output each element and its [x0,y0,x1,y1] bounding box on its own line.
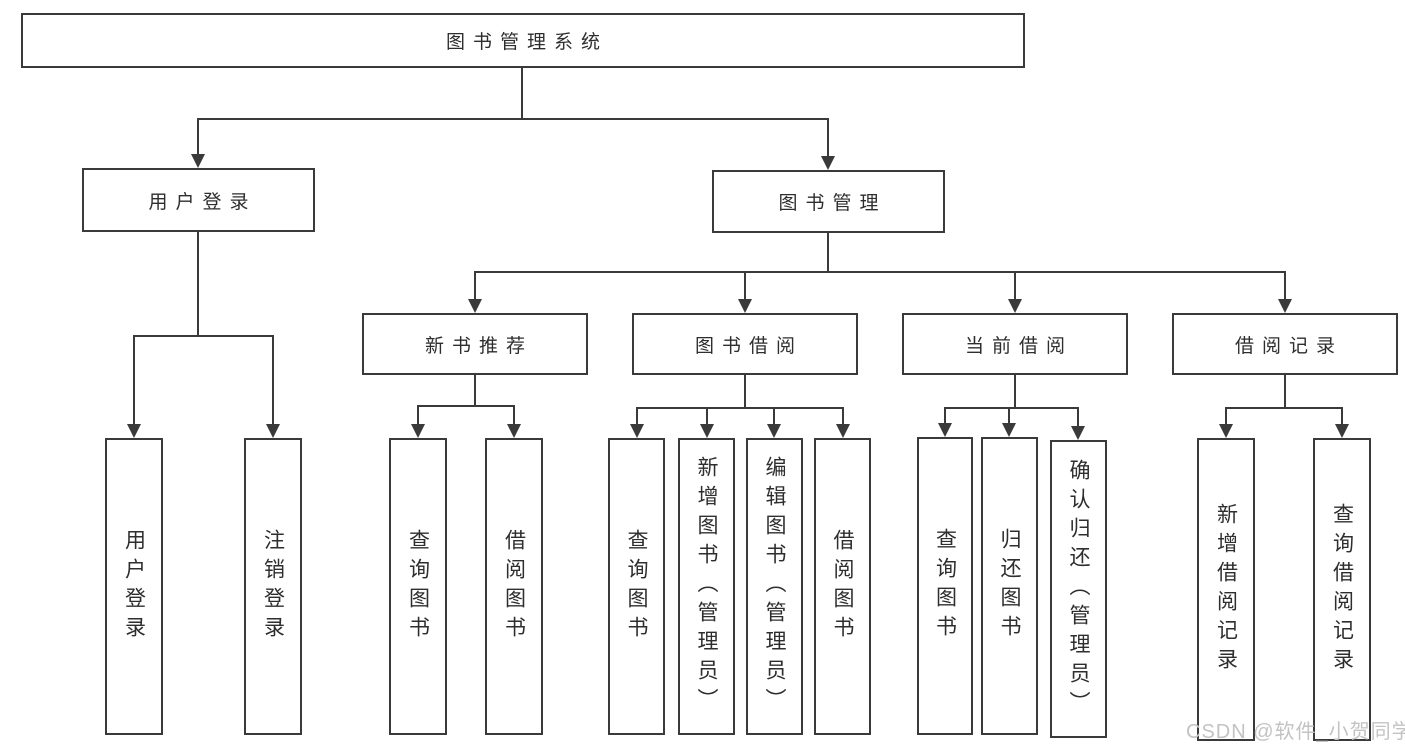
arrow-down-icon [630,424,644,438]
leaf-borrowing-edit-books-admin: 编辑图书（管理员） [746,438,803,735]
leaf-borrowing-borrow-books: 借阅图书 [814,438,871,735]
connector-stem [827,118,829,156]
connector-stem [133,335,135,424]
leaf-current-query-books-label: 查询图书 [933,528,957,644]
arrow-down-icon [836,424,850,438]
arrow-down-icon [191,154,205,168]
leaf-recommend-query-books: 查询图书 [389,438,447,735]
connector-stem [1284,271,1286,299]
connector-stem [744,271,746,299]
connector-bar [417,405,515,407]
node-book-borrowing: 图书借阅 [632,313,858,375]
leaf-borrowing-query-books: 查询图书 [608,438,665,735]
connector-stem [1077,407,1079,426]
connector-bar [944,407,1079,409]
arrow-down-icon [1002,423,1016,437]
leaf-records-query-record-label: 查询借阅记录 [1330,502,1354,677]
connector-stem [1014,271,1016,299]
leaf-recommend-borrow-books: 借阅图书 [485,438,543,735]
leaf-current-confirm-return-admin: 确认归还（管理员） [1050,440,1107,738]
connector-bar [636,407,844,409]
node-borrowing-records: 借阅记录 [1172,313,1398,375]
arrow-down-icon [507,424,521,438]
arrow-down-icon [266,424,280,438]
connector-bar [1225,407,1343,409]
connector-stem [197,118,199,154]
leaf-borrowing-edit-books-admin-label: 编辑图书（管理员） [763,456,786,717]
node-library-system: 图书管理系统 [21,13,1025,68]
leaf-records-add-record-label: 新增借阅记录 [1214,502,1238,677]
arrow-down-icon [1219,424,1233,438]
leaf-records-query-record: 查询借阅记录 [1313,438,1371,741]
leaf-borrowing-query-books-label: 查询图书 [625,528,648,645]
node-book-management: 图书管理 [712,170,945,233]
connector-stem [773,407,775,424]
leaf-current-query-books: 查询图书 [917,437,973,735]
arrow-down-icon [1335,424,1349,438]
leaf-recommend-borrow-books-label: 借阅图书 [502,528,526,645]
connector-root-stem [521,68,523,119]
connector-stem [417,405,419,424]
connector-stem [272,335,274,424]
leaf-recommend-query-books-label: 查询图书 [406,528,430,645]
leaf-user-login-label: 用户登录 [122,528,146,645]
arrow-down-icon [468,299,482,313]
connector-stem [1284,373,1286,409]
connector-stem [513,405,515,424]
connector-user-login-bar [133,335,274,337]
node-user-login-label: 用户登录 [148,191,257,213]
node-current-borrowing-label: 当前借阅 [964,335,1073,357]
connector-stem [1341,407,1343,424]
node-library-system-label: 图书管理系统 [445,32,608,53]
connector-stem [636,407,638,424]
connector-stem [744,373,746,409]
node-borrowing-records-label: 借阅记录 [1234,335,1343,357]
connector-stem [1014,373,1016,409]
leaf-borrowing-add-books-admin: 新增图书（管理员） [678,438,735,735]
connector-user-login-stem [197,230,199,336]
csdn-watermark: CSDN @软件_小贺同学 [1186,721,1405,743]
leaf-logout: 注销登录 [244,438,302,735]
connector-stem [944,407,946,424]
node-new-book-recommend: 新书推荐 [362,313,588,375]
connector-stem [706,407,708,424]
arrow-down-icon [738,299,752,313]
node-new-book-recommend-label: 新书推荐 [424,335,533,357]
leaf-borrowing-borrow-books-label: 借阅图书 [831,528,854,645]
leaf-logout-label: 注销登录 [261,528,285,645]
leaf-user-login: 用户登录 [105,438,163,735]
connector-book-mgmt-stem [827,231,829,272]
arrow-down-icon [127,424,141,438]
node-book-management-label: 图书管理 [778,193,887,214]
arrow-down-icon [1071,426,1085,440]
connector-stem [474,271,476,299]
connector-stem [842,407,844,424]
leaf-records-add-record: 新增借阅记录 [1197,438,1255,741]
leaf-current-return-books: 归还图书 [981,437,1038,735]
connector-stem [474,373,476,407]
connector-level2-bar [197,118,829,120]
arrow-down-icon [1278,299,1292,313]
arrow-down-icon [1008,299,1022,313]
arrow-down-icon [411,424,425,438]
leaf-borrowing-add-books-admin-label: 新增图书（管理员） [695,456,718,717]
arrow-down-icon [700,424,714,438]
leaf-current-return-books-label: 归还图书 [998,528,1021,644]
node-user-login: 用户登录 [82,168,315,232]
arrow-down-icon [767,424,781,438]
node-current-borrowing: 当前借阅 [902,313,1128,375]
connector-stem [1008,407,1010,424]
arrow-down-icon [938,423,952,437]
node-book-borrowing-label: 图书借阅 [694,335,803,357]
arrow-down-icon [821,156,835,170]
connector-stem [1225,407,1227,424]
connector-level3-bar [474,271,1286,273]
leaf-current-confirm-return-admin-label: 确认归还（管理员） [1067,458,1090,720]
